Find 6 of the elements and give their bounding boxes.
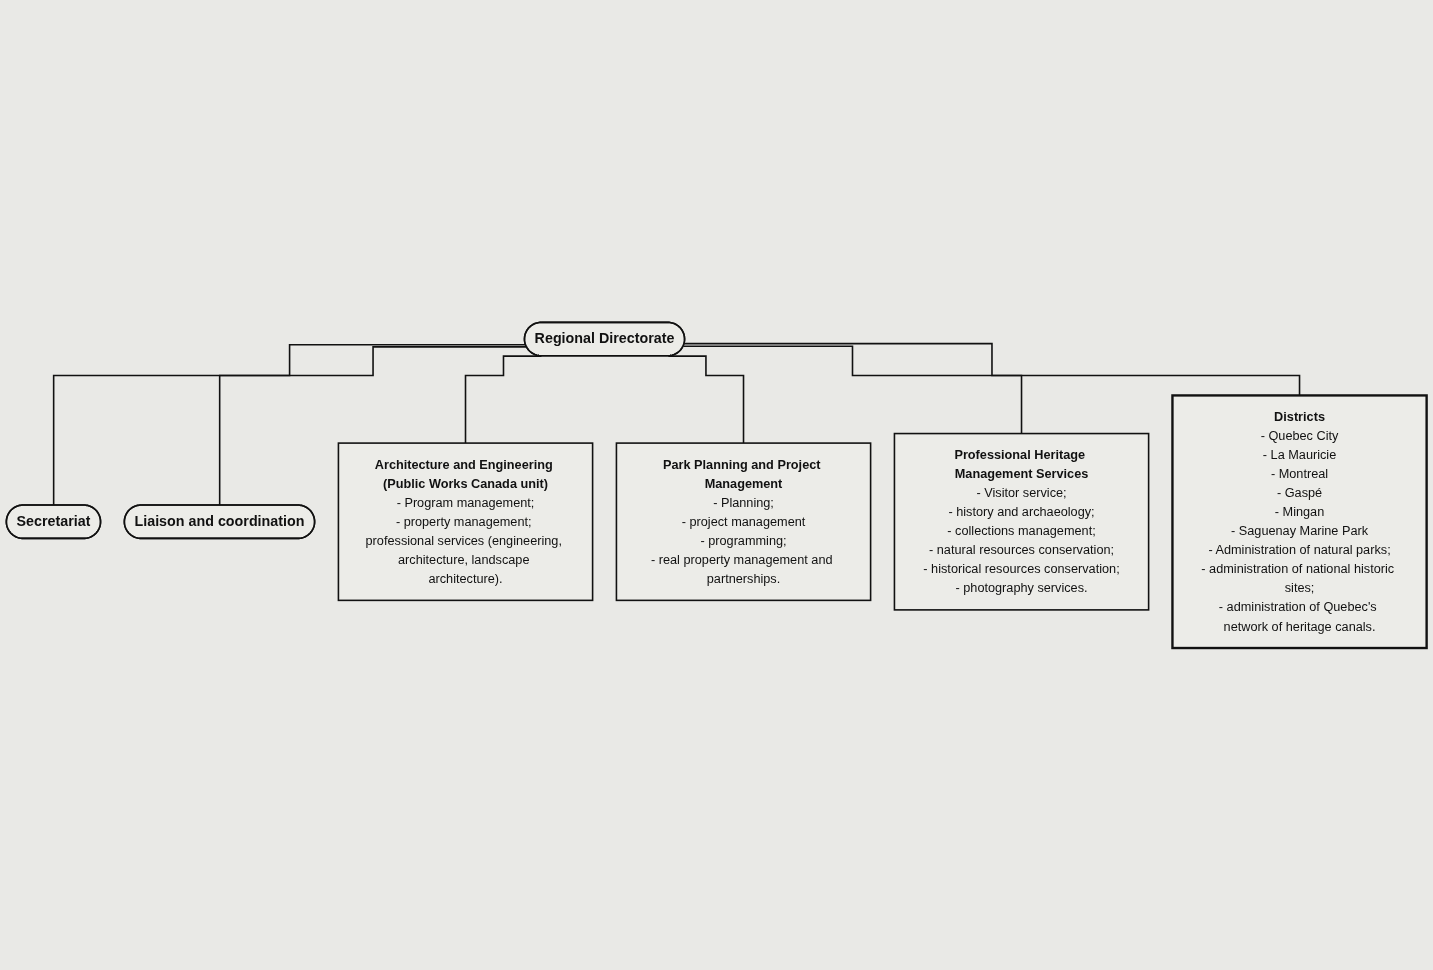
connector <box>682 345 1023 435</box>
node-box: Districts - Quebec City - La Mauricie - Montreal - Gaspé - Mingan - Saguenay Marine Park - Administration of natural parks; - administration of national historic sites; - administration of Quebec's network of heritage canals. <box>1171 394 1428 650</box>
node-box: Architecture and Engineering (Public Works Canada unit) - Program management; - property management; professional services (engineering, architecture, landscape architecture). <box>337 442 594 601</box>
connector <box>667 355 745 444</box>
node-box: Park Planning and Project Management - Planning; - project management - programming; - real property management and partnerships. <box>615 442 872 601</box>
node-box: Professional Heritage Management Services - Visitor service; - history and archaeology; - collections management; - natural resources conservation; - historical resources conservation; - photography services. <box>893 432 1150 611</box>
